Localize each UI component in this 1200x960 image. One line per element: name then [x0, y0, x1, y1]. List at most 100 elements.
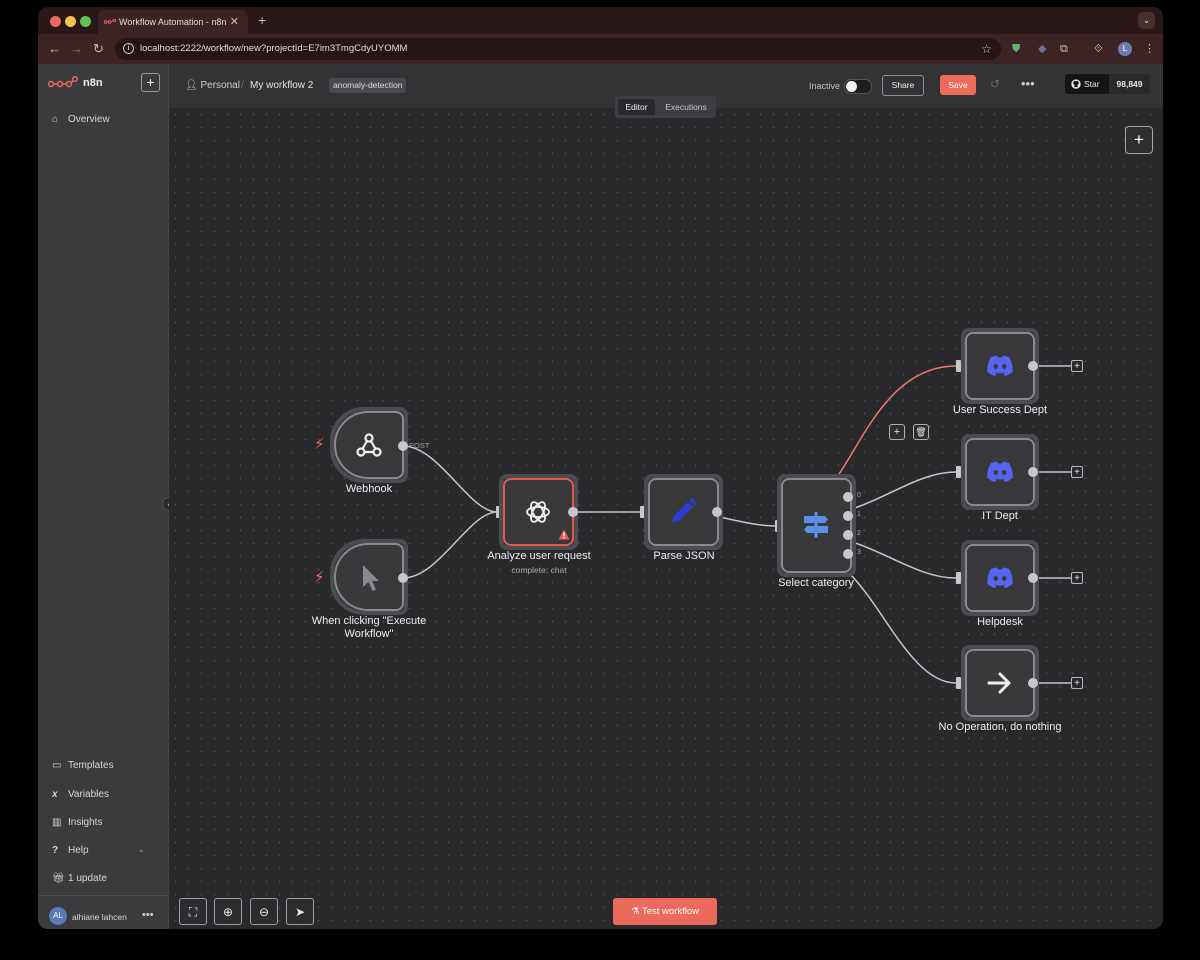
helpdesk-add-next-node-button[interactable]: +	[1071, 572, 1083, 584]
insights-chart-icon: ▥	[52, 817, 62, 828]
success-add-next-node-button[interactable]: +	[1071, 360, 1083, 372]
workflow-name[interactable]: My workflow 2	[250, 80, 314, 91]
node-webhook[interactable]	[330, 407, 408, 483]
noop-output-port[interactable]	[1028, 678, 1038, 688]
profile-avatar[interactable]: L	[1118, 42, 1132, 56]
tab-editor[interactable]: Editor	[618, 99, 655, 115]
node-user-success-dept[interactable]	[961, 328, 1039, 404]
pencil-icon	[672, 498, 697, 523]
connection-webhook-analyze	[402, 445, 498, 513]
webhook-output-label: POST	[409, 441, 430, 450]
save-button[interactable]: Save	[940, 75, 976, 95]
switch-output-port-2[interactable]	[843, 530, 853, 540]
helpdesk-input-port[interactable]	[956, 572, 961, 584]
analyze-input-port[interactable]	[496, 506, 501, 518]
switch-output-port-1[interactable]	[843, 511, 853, 521]
sidebar-item-insights[interactable]: ▥Insights	[52, 817, 102, 828]
node-manual-trigger[interactable]	[330, 539, 408, 615]
extension-icon[interactable]: ◆	[1038, 43, 1047, 55]
sidebar-item-label: 1 update	[68, 873, 107, 884]
switch-signpost-icon	[804, 512, 828, 538]
create-new-button[interactable]: +	[141, 73, 160, 92]
browser-tab[interactable]: Workflow Automation - n8n ✕	[98, 10, 248, 34]
it-add-next-node-button[interactable]: +	[1071, 466, 1083, 478]
helpdesk-output-port[interactable]	[1028, 573, 1038, 583]
it-output-port[interactable]	[1028, 467, 1038, 477]
puzzle-extensions-icon[interactable]: ⧉	[1060, 43, 1068, 55]
discord-icon	[987, 355, 1013, 376]
forward-arrow-icon[interactable]: →	[70, 41, 83, 56]
more-options-icon[interactable]: •••	[1021, 76, 1035, 91]
sidebar-item-overview[interactable]: ⌂Overview	[52, 114, 110, 125]
user-avatar[interactable]: AL	[49, 907, 67, 925]
n8n-logo-icon[interactable]	[48, 76, 78, 88]
delete-connection-trash-icon[interactable]: 🗑︎	[913, 424, 929, 440]
select-pointer-icon[interactable]: ➤	[286, 898, 314, 925]
shield-extension-icon[interactable]: ⛊	[1012, 43, 1021, 55]
add-node-button[interactable]: +	[1125, 126, 1153, 154]
webhook-output-port[interactable]	[398, 441, 408, 451]
github-icon	[1071, 79, 1081, 89]
node-label: Select category	[778, 577, 854, 589]
switch-output-port-0[interactable]	[843, 492, 853, 502]
node-label-line2: Workflow"	[344, 628, 394, 640]
node-label: No Operation, do nothing	[938, 721, 1062, 733]
copilot-icon[interactable]: ⟐	[1094, 43, 1103, 55]
address-bar[interactable]: i localhost:2222/workflow/new?projectId=…	[115, 38, 1001, 60]
switch-output-port-3[interactable]	[843, 549, 853, 559]
analyze-output-port[interactable]	[568, 507, 578, 517]
node-it-dept[interactable]	[961, 434, 1039, 510]
new-tab-button[interactable]: +	[258, 12, 267, 28]
test-workflow-button[interactable]: ⚗︎ Test workflow	[613, 898, 717, 925]
site-info-icon[interactable]: i	[123, 43, 134, 54]
gift-icon: 🎁︎	[52, 873, 65, 884]
parse-input-port[interactable]	[640, 506, 645, 518]
minimize-window-button[interactable]	[65, 16, 76, 27]
reload-icon[interactable]: ↻	[93, 41, 104, 56]
close-window-button[interactable]	[50, 16, 61, 27]
node-select-category[interactable]	[777, 474, 856, 577]
tab-title: Workflow Automation - n8n	[119, 17, 227, 27]
tab-search-chevron-icon[interactable]: ⌄	[1138, 12, 1155, 29]
back-arrow-icon[interactable]: ←	[48, 41, 61, 56]
workflow-tag[interactable]: anomaly-detection	[329, 78, 407, 93]
browser-menu-icon[interactable]: ⋮	[1144, 43, 1155, 55]
it-input-port[interactable]	[956, 466, 961, 478]
parse-output-port[interactable]	[712, 507, 722, 517]
user-menu-dots-icon[interactable]: •••	[142, 909, 154, 921]
zoom-out-icon[interactable]: ⊖	[250, 898, 278, 925]
noop-add-next-node-button[interactable]: +	[1071, 677, 1083, 689]
manual-output-port[interactable]	[398, 573, 408, 583]
success-input-port[interactable]	[956, 360, 961, 372]
github-star-button[interactable]: Star 98,849	[1065, 74, 1150, 94]
bookmark-star-icon[interactable]: ☆	[981, 42, 992, 56]
maximize-window-button[interactable]	[80, 16, 91, 27]
tab-executions[interactable]: Executions	[665, 102, 707, 112]
add-node-on-connection-button[interactable]: +	[889, 424, 905, 440]
home-icon: ⌂	[52, 114, 59, 125]
workflow-canvas[interactable]: Editor Executions + ⚡︎	[169, 96, 1163, 929]
active-toggle[interactable]	[844, 79, 872, 94]
github-star-label: Star	[1084, 79, 1100, 89]
noop-input-port[interactable]	[956, 677, 961, 689]
browser-window: Workflow Automation - n8n ✕ + ⌄ ← → ↻ i …	[38, 7, 1163, 929]
close-tab-icon[interactable]: ✕	[229, 16, 239, 28]
node-border	[781, 478, 852, 573]
sidebar-item-templates[interactable]: ▭Templates	[52, 760, 114, 771]
fit-view-icon[interactable]: ⛶	[179, 898, 207, 925]
node-analyze-user-request[interactable]	[499, 474, 578, 550]
browser-titlebar: Workflow Automation - n8n ✕ + ⌄	[38, 7, 1163, 34]
github-star-label-box: Star	[1065, 74, 1109, 94]
sidebar-item-updates[interactable]: 🎁︎1 update	[52, 873, 107, 884]
warning-triangle-icon	[558, 529, 570, 540]
history-icon[interactable]: ↺	[990, 77, 1001, 91]
share-button[interactable]: Share	[882, 75, 924, 96]
success-output-port[interactable]	[1028, 361, 1038, 371]
breadcrumb-project[interactable]: 👤︎ Personal	[185, 80, 240, 91]
user-name: alhiane lahcen	[72, 912, 127, 922]
node-label-line1: When clicking "Execute	[311, 615, 427, 627]
zoom-in-icon[interactable]: ⊕	[214, 898, 242, 925]
node-label: Analyze user request	[487, 550, 591, 562]
sidebar-item-help[interactable]: ?Help ⌄	[52, 845, 145, 856]
